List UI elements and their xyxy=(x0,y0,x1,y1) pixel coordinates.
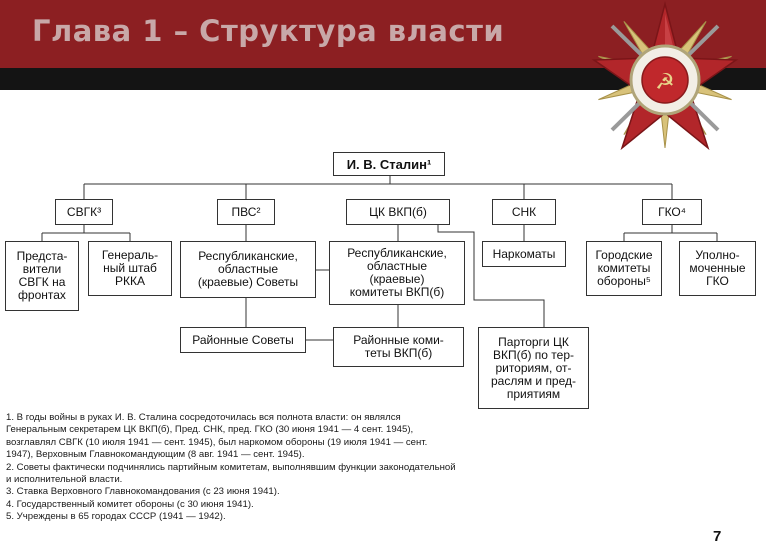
node-district-committees: Районные коми- теты ВКП(б) xyxy=(333,327,464,367)
node-svgk: СВГК³ xyxy=(55,199,113,225)
node-snk: СНК xyxy=(492,199,556,225)
header-dark-bar xyxy=(0,68,766,90)
footnote-2: 2. Советы фактически подчинялись партийн… xyxy=(6,461,456,486)
footnote-1: 1. В годы войны в руках И. В. Сталина со… xyxy=(6,412,428,461)
node-gko-plenipotentiaries: Уполно- моченные ГКО xyxy=(679,241,756,296)
footnote-5: 5. Учреждены в 65 городах СССР (1941 — 1… xyxy=(6,511,226,523)
node-district-soviets: Районные Советы xyxy=(180,327,306,353)
node-pvs: ПВС² xyxy=(217,199,275,225)
order-of-patriotic-war-icon: ☭ xyxy=(591,1,739,151)
footnote-3: 3. Ставка Верховного Главнокомандования … xyxy=(6,486,280,498)
svg-text:☭: ☭ xyxy=(655,70,675,95)
node-ck-vkpb: ЦК ВКП(б) xyxy=(346,199,450,225)
node-general-staff: Генераль- ный штаб РККА xyxy=(88,241,172,296)
slide-title: Глава 1 – Структура власти xyxy=(32,14,505,48)
node-svgk-reps: Предста- вители СВГК на фронтах xyxy=(5,241,79,311)
node-party-organizers: Парторги ЦК ВКП(б) по тер- риториям, от-… xyxy=(478,327,589,409)
footnotes: 1. В годы войны в руках И. В. Сталина со… xyxy=(6,412,526,524)
node-city-defense-committees: Городские комитеты обороны⁵ xyxy=(586,241,662,296)
node-republican-soviets: Республиканские, областные (краевые) Сов… xyxy=(180,241,316,298)
footnote-4: 4. Государственный комитет обороны (с 30… xyxy=(6,498,254,510)
node-narkomats: Наркоматы xyxy=(482,241,566,267)
node-gko: ГКО⁴ xyxy=(642,199,702,225)
page-number: 7 xyxy=(713,528,722,545)
node-republican-committees: Республиканские, областные (краевые) ком… xyxy=(329,241,465,305)
node-stalin: И. В. Сталин¹ xyxy=(333,152,445,176)
header-band: Глава 1 – Структура власти xyxy=(0,0,766,68)
